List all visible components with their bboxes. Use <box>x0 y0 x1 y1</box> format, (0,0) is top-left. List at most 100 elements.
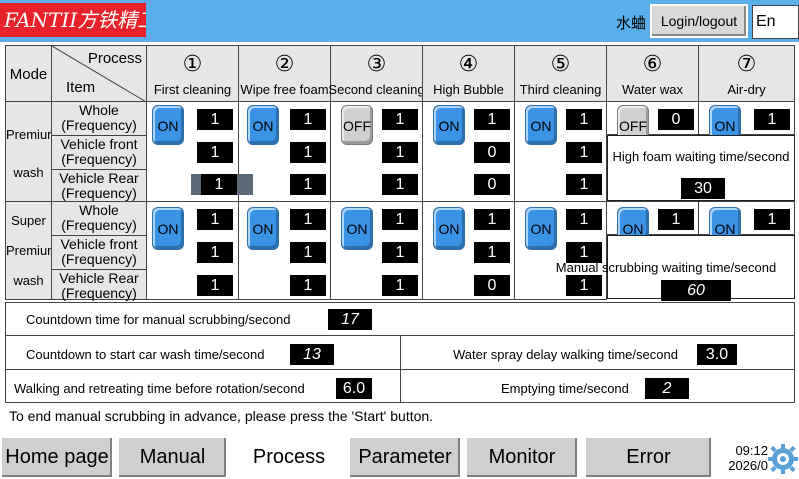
item-label: Vehicle Rear <box>59 170 139 186</box>
item-label: Whole <box>79 202 119 218</box>
premium-whole-p4[interactable]: 1 <box>474 109 510 130</box>
premium-front-p3[interactable]: 1 <box>382 142 418 163</box>
super-front-p4[interactable]: 1 <box>474 242 510 263</box>
premium-front-p5[interactable]: 1 <box>566 142 602 163</box>
premium-front-p2[interactable]: 1 <box>290 142 326 163</box>
countdown-manual-value[interactable]: 17 <box>328 309 372 330</box>
super-whole-p6[interactable]: 1 <box>658 209 694 230</box>
premium-front-p4[interactable]: 0 <box>474 142 510 163</box>
gear-icon[interactable] <box>768 442 798 476</box>
emptying-value[interactable]: 2 <box>645 378 689 399</box>
super-front-p5[interactable]: 1 <box>566 242 602 263</box>
premium-front-p1[interactable]: 1 <box>197 142 233 163</box>
process-grid: Mode Process Item ① First cleaning ② Wip… <box>5 45 795 301</box>
premium-rear-p3[interactable]: 1 <box>382 174 418 195</box>
super-rear-p2[interactable]: 1 <box>290 275 326 296</box>
company-logo: FANTII方铁精工 <box>0 3 146 37</box>
brand-text: 水蛐 <box>616 15 647 32</box>
item-sub-label: (Frequency) <box>61 251 137 267</box>
mode-super-premium-wash: Super Premium wash <box>5 201 59 300</box>
super-whole-p7[interactable]: 1 <box>754 209 790 230</box>
water-spray-value[interactable]: 3.0 <box>697 344 737 365</box>
process-name: First cleaning <box>153 82 232 97</box>
item-sub-label: (Frequency) <box>61 117 137 133</box>
premium-rear-p5[interactable]: 1 <box>566 174 602 195</box>
toggle-super-p3[interactable]: ON <box>341 207 373 250</box>
premium-whole-p7[interactable]: 1 <box>754 109 790 130</box>
premium-whole-p6[interactable]: 0 <box>658 109 694 130</box>
language-selector[interactable]: En <box>752 5 799 39</box>
process-number: ④ <box>458 51 479 76</box>
toggle-super-p4[interactable]: ON <box>433 207 465 250</box>
item-vehicle-front: Vehicle front (Frequency) <box>51 135 147 170</box>
process-header-2: ② Wipe free foam <box>238 45 331 102</box>
nav-home-page[interactable]: Home page <box>0 436 114 479</box>
countdown-start-label: Countdown to start car wash time/second <box>26 347 265 362</box>
super-whole-p1[interactable]: 1 <box>197 209 233 230</box>
process-header-label: Process <box>87 50 142 67</box>
item-sub-label: (Frequency) <box>61 151 137 167</box>
super-whole-p3[interactable]: 1 <box>382 209 418 230</box>
premium-whole-p5[interactable]: 1 <box>566 109 602 130</box>
walking-value[interactable]: 6.0 <box>336 378 372 399</box>
diagonal-divider <box>52 46 146 101</box>
super-rear-p3[interactable]: 1 <box>382 275 418 296</box>
premium-rear-p1[interactable]: 1 <box>201 174 237 195</box>
mode-name-line: Premium <box>6 243 59 258</box>
nav-monitor[interactable]: Monitor <box>465 436 579 479</box>
toggle-premium-p4[interactable]: ON <box>433 105 465 145</box>
premium-whole-p3[interactable]: 1 <box>382 109 418 130</box>
toggle-premium-p2[interactable]: ON <box>247 105 279 145</box>
premium-rear-p4[interactable]: 0 <box>474 174 510 195</box>
toggle-super-p5[interactable]: ON <box>525 207 557 250</box>
process-number: ① <box>182 51 203 76</box>
water-spray-row: Water spray delay walking time/second 3.… <box>400 335 795 370</box>
premium-rear-p2[interactable]: 1 <box>290 174 326 195</box>
clock: 09:12 2026/0 <box>718 443 768 473</box>
mode-header-label: Mode <box>9 66 48 83</box>
premium-whole-p2[interactable]: 1 <box>290 109 326 130</box>
item-whole: Whole (Frequency) <box>51 201 147 236</box>
process-header-1: ① First cleaning <box>146 45 239 102</box>
manual-scrubbing-waiting-label: Manual scrubbing waiting time/second <box>555 260 777 275</box>
nav-parameter[interactable]: Parameter <box>348 436 462 479</box>
super-rear-p1[interactable]: 1 <box>197 275 233 296</box>
high-foam-waiting-value[interactable]: 30 <box>681 178 725 199</box>
nav-manual[interactable]: Manual <box>117 436 228 479</box>
super-front-p2[interactable]: 1 <box>290 242 326 263</box>
process-header-5: ⑤ Third cleaning <box>514 45 607 102</box>
process-number: ⑤ <box>550 51 571 76</box>
toggle-premium-p5[interactable]: ON <box>525 105 557 145</box>
countdown-manual-row: Countdown time for manual scrubbing/seco… <box>5 302 795 336</box>
countdown-start-value[interactable]: 13 <box>290 344 334 365</box>
hint-text: To end manual scrubbing in advance, plea… <box>9 408 434 424</box>
toggle-premium-p1[interactable]: ON <box>152 105 184 145</box>
mode-name-line: Super <box>11 213 46 228</box>
process-name: Second cleaning <box>328 82 425 97</box>
super-rear-p5[interactable]: 1 <box>566 275 602 296</box>
manual-scrubbing-waiting-value[interactable]: 60 <box>661 280 731 301</box>
premium-whole-p1[interactable]: 1 <box>197 109 233 130</box>
super-whole-p2[interactable]: 1 <box>290 209 326 230</box>
toggle-premium-p3[interactable]: OFF <box>341 105 373 145</box>
walking-row: Walking and retreating time before rotat… <box>5 369 401 403</box>
process-number: ② <box>274 51 295 76</box>
nav-error[interactable]: Error <box>584 436 713 479</box>
nav-process[interactable]: Process <box>232 436 346 479</box>
process-item-header: Process Item <box>51 45 147 102</box>
super-front-p1[interactable]: 1 <box>197 242 233 263</box>
process-number: ⑥ <box>642 51 663 76</box>
super-whole-p5[interactable]: 1 <box>566 209 602 230</box>
emptying-label: Emptying time/second <box>501 381 629 396</box>
mode-name-line: Premium <box>6 127 59 142</box>
clock-time: 09:12 <box>735 443 768 458</box>
login-logout-button[interactable]: Login/logout <box>650 4 748 38</box>
super-whole-p4[interactable]: 1 <box>474 209 510 230</box>
item-label: Whole <box>79 102 119 118</box>
toggle-super-p2[interactable]: ON <box>247 207 279 250</box>
item-vehicle-rear: Vehicle Rear (Frequency) <box>51 169 147 202</box>
super-front-p3[interactable]: 1 <box>382 242 418 263</box>
high-foam-waiting-box: High foam waiting time/second 30 <box>607 135 795 201</box>
super-rear-p4[interactable]: 0 <box>474 275 510 296</box>
toggle-super-p1[interactable]: ON <box>152 207 184 250</box>
